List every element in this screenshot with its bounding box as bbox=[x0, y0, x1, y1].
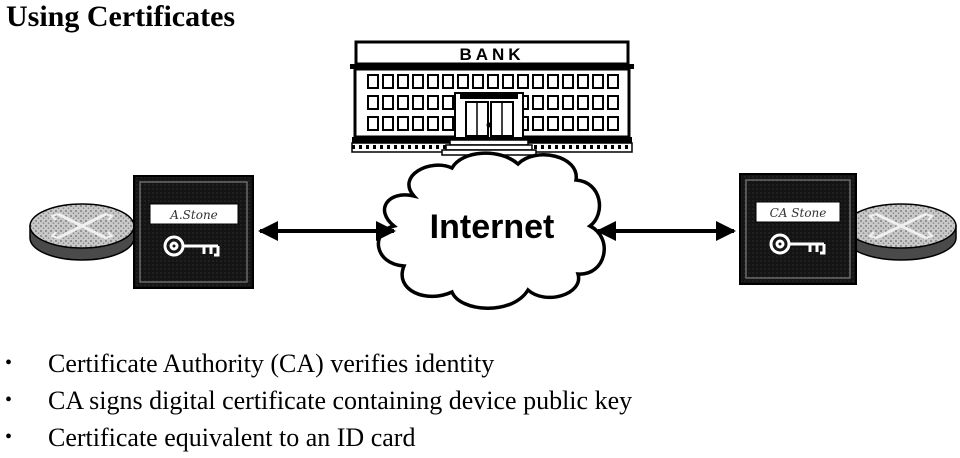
left-router-icon bbox=[29, 203, 135, 261]
left-certificate-icon: A.Stone bbox=[133, 175, 254, 289]
left-certificate-signature: A.Stone bbox=[169, 208, 218, 222]
bullet-marker: • bbox=[5, 389, 13, 411]
bullet-text: CA signs digital certificate containing … bbox=[48, 386, 633, 415]
right-certificate-icon: CA Stone bbox=[739, 173, 857, 285]
bank-building-icon: BANK bbox=[350, 40, 634, 156]
slide-title: Using Certificates bbox=[6, 0, 236, 33]
right-key-icon bbox=[769, 233, 826, 255]
bullet-list: • Certificate Authority (CA) verifies id… bbox=[0, 345, 632, 456]
bullet-text: Certificate Authority (CA) verifies iden… bbox=[48, 349, 495, 378]
internet-cloud-icon: Internet bbox=[376, 151, 606, 310]
bullet-text: Certificate equivalent to an ID card bbox=[48, 423, 416, 452]
right-certificate-signature: CA Stone bbox=[770, 206, 827, 220]
bullet-marker: • bbox=[5, 426, 13, 448]
certificate-diagram: BANK Internet bbox=[29, 40, 957, 310]
bullet-item: • Certificate equivalent to an ID card bbox=[0, 419, 632, 456]
right-router-icon bbox=[845, 203, 957, 261]
bullet-marker: • bbox=[5, 352, 13, 374]
left-key-icon bbox=[163, 235, 220, 257]
bank-sign-label: BANK bbox=[459, 45, 524, 64]
bullet-item: • CA signs digital certificate containin… bbox=[0, 382, 632, 419]
cloud-label: Internet bbox=[430, 208, 555, 246]
bullet-item: • Certificate Authority (CA) verifies id… bbox=[0, 345, 632, 382]
